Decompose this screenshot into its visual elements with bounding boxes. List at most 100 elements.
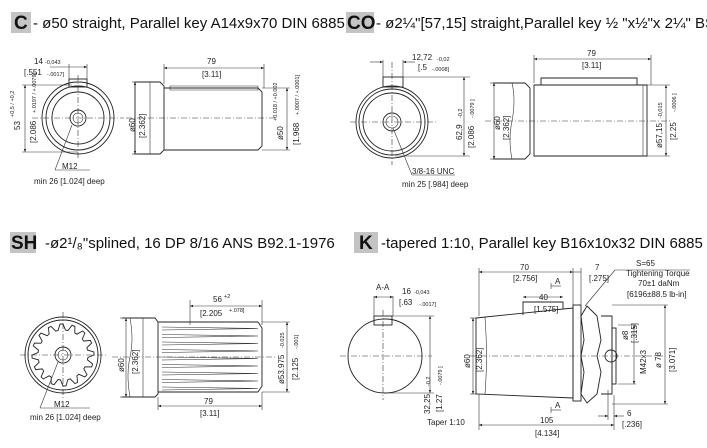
k-section-mark-top: A (555, 277, 561, 286)
sh-flange-dia-in: [2.362] (131, 350, 140, 374)
section-k: K -tapered 1:10, Parallel key B16x10x32 … (340, 232, 703, 438)
co-length-in: [3.11] (582, 61, 601, 70)
section-k-title: -tapered 1:10, Parallel key B16x10x32 DI… (381, 235, 703, 252)
spline-tooth (161, 379, 259, 383)
co-height-in: [2.086 (467, 125, 476, 148)
spline-tooth (161, 326, 259, 331)
c-shaft-dia-in: [1.968 (292, 122, 301, 145)
k-nut-dia: ø 78 (654, 351, 663, 368)
c-shaft-dia-tol: +0.018 / +0.002 (273, 82, 279, 121)
k-height-in-tol: -.0079 ] (438, 366, 444, 385)
k-taper: Taper 1:10 (427, 418, 465, 427)
section-sh-title: -ø2¹/₈"splined, 16 DP 8/16 ANS B92.1-197… (45, 235, 335, 252)
co-length: 79 (587, 49, 596, 58)
k-section-mark-bottom: A (555, 401, 561, 410)
c-shaft-dia-in-tol: +.0007 / +.0001] (295, 74, 301, 115)
k-len-7: 7 (595, 263, 600, 272)
section-k-section-view (340, 295, 434, 400)
section-co: CO - ø2¼"[57,15] straight,Parallel key ½… (346, 12, 707, 189)
co-flange-dia-in: [2.362] (502, 116, 511, 140)
k-torque: 70±1 daNm (638, 279, 680, 288)
spline-tooth (161, 356, 259, 361)
sh-thread-depth: min 26 [1.024] deep (30, 413, 101, 422)
k-key-width-in: [.63 (399, 298, 413, 307)
sh-spline-len-in-tol: +.078] (229, 308, 245, 314)
k-pin-dia-in: [.315] (630, 323, 639, 343)
co-thread: 3/8-16 UNC (412, 167, 454, 176)
k-key-width-in-tol: -.0017] (419, 302, 437, 308)
sh-shaft-dia-in-tol: -.001] (294, 334, 300, 349)
section-c: C - ø50 straight, Parallel key A14x9x70 … (10, 12, 345, 186)
section-c-front-view (22, 64, 124, 171)
k-len-40-in: [1.575] (534, 305, 558, 314)
k-pin-dia: ø8 (621, 330, 630, 340)
co-shaft-dia-tol: -0,015 (658, 102, 664, 118)
section-c-title: - ø50 straight, Parallel key A14x9x70 DI… (33, 15, 345, 32)
section-co-side-view (485, 55, 670, 160)
c-height-in-tol: +.0197 / +.0079] (32, 72, 38, 113)
sh-spline-len-tol: +2 (224, 294, 230, 300)
sh-flange-dia: ø60 (117, 358, 126, 372)
co-shaft-dia: ø57,15 (655, 123, 664, 148)
section-sh-badge (10, 232, 36, 253)
c-key-width-in-tol: -.0017] (47, 72, 65, 78)
c-key-width: 14 (34, 57, 43, 66)
k-section-label: A-A (376, 283, 390, 292)
co-key-width-tol: -0,02 (437, 57, 450, 63)
section-c-badge (11, 12, 31, 33)
spline-tooth (161, 386, 259, 391)
k-len-70: 70 (520, 263, 529, 272)
spline-tooth (161, 341, 259, 346)
c-height: 53 (13, 121, 22, 130)
section-c-badge-label: C (14, 13, 28, 34)
sh-spline-len-in: [2.205 (200, 309, 223, 318)
k-thread: M42x3 (639, 349, 648, 374)
sh-spline-len: 56 (213, 295, 222, 304)
k-nut-size: S=65 (636, 259, 655, 268)
k-len-6: 6 (627, 409, 632, 418)
sh-length-in: [3.11] (200, 409, 219, 418)
spline-tooth (161, 334, 259, 338)
c-length-in: [3.11] (202, 70, 221, 79)
co-key-width-in-tol: -.0008] (432, 67, 450, 73)
k-flange-dia-in: [2.362] (475, 348, 484, 372)
section-c-side-view (126, 64, 290, 155)
sh-shaft-dia: ø53.975 (277, 354, 286, 384)
spline-tooth (161, 371, 259, 376)
k-len-40: 40 (539, 293, 548, 302)
k-len-70-in: [2.756] (513, 274, 537, 283)
section-sh-badge-label: SH (11, 233, 37, 254)
section-co-badge-label: CO (347, 13, 376, 34)
co-shaft-dia-in-tol: -.0006 ] (672, 93, 678, 112)
k-len-105-in: [4.134] (535, 429, 559, 438)
co-height-in-tol: -.0079 ] (470, 99, 476, 118)
section-sh: SH -ø2¹/₈"splined, 16 DP 8/16 ANS B92.1-… (10, 232, 335, 422)
section-k-side-view (470, 268, 690, 430)
k-torque-label: Tightening Torque (626, 269, 690, 278)
section-k-badge (354, 232, 378, 253)
co-key-width: 12,72 (412, 53, 433, 62)
c-key-width-in: [.551 (24, 68, 42, 77)
c-flange-dia-in: [2.362] (138, 114, 147, 138)
sh-shaft-dia-tol: -0.025 (280, 332, 286, 348)
k-len-6-in: [.236] (622, 420, 642, 429)
co-height-tol: -0,2 (458, 109, 464, 118)
spline-tooth (161, 364, 259, 368)
c-length: 79 (207, 57, 216, 66)
c-key-width-tol: -0,043 (45, 60, 61, 66)
c-thread: M12 (62, 162, 78, 171)
co-height: 62,9 (455, 124, 464, 140)
k-height: 32,25 (423, 393, 432, 414)
spline-profile (31, 323, 95, 387)
k-key-width-tol: -0,043 (414, 290, 430, 296)
c-height-in: [2.086 (29, 120, 38, 143)
k-len-7-in: [.275] (589, 274, 609, 283)
k-nut-dia-in: [3.071] (668, 348, 677, 372)
k-height-in: [1.27 (435, 394, 444, 412)
spline-tooth (161, 349, 259, 353)
section-sh-front-view (20, 312, 108, 409)
co-key-width-in: [.5 (418, 63, 427, 72)
co-shaft-dia-in: [2.25 (669, 122, 678, 140)
k-len-105: 105 (540, 416, 554, 425)
